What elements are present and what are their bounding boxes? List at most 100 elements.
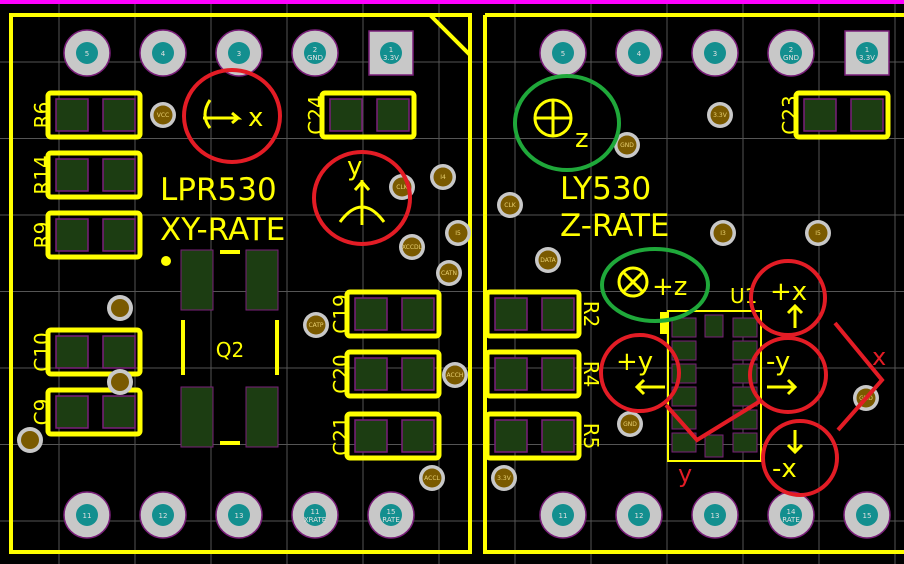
component-c20[interactable]: C20 <box>329 349 442 399</box>
via-net-label: GND <box>620 142 634 149</box>
ic-u1: U1 <box>660 284 762 462</box>
header-pin[interactable]: 13.3V <box>844 30 890 76</box>
component-r14[interactable]: R14 <box>30 150 143 200</box>
component-c19[interactable]: C19 <box>329 289 442 339</box>
header-pin[interactable]: 13.3V <box>368 30 414 76</box>
header-pin[interactable]: 5 <box>539 29 587 77</box>
component-label: C24 <box>304 95 328 134</box>
pin-net: GND <box>783 54 799 62</box>
component-c24[interactable]: C24 <box>304 90 417 140</box>
header-pin[interactable]: 11 <box>539 491 587 539</box>
pin-number: 11 <box>83 512 92 520</box>
via: I5 <box>805 220 831 246</box>
component-label: C21 <box>329 416 353 455</box>
pin-net: RATE <box>782 516 800 524</box>
component-label: C23 <box>778 95 802 134</box>
via-net-label: I5 <box>815 230 821 237</box>
pin-number: 3 <box>237 50 241 58</box>
component-c10[interactable]: C10 <box>30 327 143 377</box>
via: 3.3V <box>491 465 517 491</box>
via-net-label: VCC <box>157 112 169 119</box>
header-pin[interactable]: 4 <box>139 29 187 77</box>
component-r2[interactable]: R2 <box>484 289 603 339</box>
mounting-via <box>17 427 43 453</box>
component-label: R4 <box>579 361 603 388</box>
rotation-x-annotation: x <box>182 68 282 164</box>
via: CATP <box>303 312 329 338</box>
component-label: R9 <box>30 222 54 249</box>
pin-number: 11 <box>311 508 320 516</box>
minus-x-label: -x <box>772 454 797 484</box>
pin-number: 14 <box>787 508 796 516</box>
header-pin[interactable]: 11 <box>63 491 111 539</box>
header-pin[interactable]: 4 <box>615 29 663 77</box>
component-label: C19 <box>329 294 353 333</box>
left-title-function: XY-RATE <box>160 212 285 248</box>
right-title-function: Z-RATE <box>560 208 669 244</box>
via: CLK <box>497 192 523 218</box>
pin-number: 2 <box>789 46 793 54</box>
pin-number: 1 <box>389 46 393 54</box>
via-net-label: 3.3V <box>497 475 512 482</box>
via: I5 <box>445 220 471 246</box>
pin-number: 15 <box>863 512 872 520</box>
component-c21[interactable]: C21 <box>329 411 442 461</box>
header-pin[interactable]: 12 <box>615 491 663 539</box>
via: I3 <box>710 220 736 246</box>
header-pin[interactable]: 5 <box>63 29 111 77</box>
y-axis-label: y <box>347 152 362 182</box>
header-pin[interactable]: 12 <box>139 491 187 539</box>
component-r4[interactable]: R4 <box>484 349 603 399</box>
header-pin[interactable]: 3 <box>215 29 263 77</box>
component-r9[interactable]: R9 <box>30 210 143 260</box>
via-net-label: 3.3V <box>713 112 728 119</box>
pin-number: 12 <box>635 512 644 520</box>
header-pin[interactable]: 13 <box>215 491 263 539</box>
via-net-label: CATP <box>308 322 323 329</box>
via: XCCDL <box>399 234 425 260</box>
mounting-via <box>107 295 133 321</box>
left-title-part: LPR530 <box>160 172 277 208</box>
x-axis-label: x <box>248 103 263 133</box>
z-axis-label: z <box>575 124 589 154</box>
pin-number: 12 <box>159 512 168 520</box>
x-axis-marker: x <box>872 343 886 371</box>
minus-y-annotation: -y <box>748 336 828 414</box>
via: I4 <box>430 164 456 190</box>
axis-lines: x y <box>664 321 886 488</box>
header-pin[interactable]: 3 <box>691 29 739 77</box>
via-net-label: I4 <box>440 174 446 181</box>
component-c23[interactable]: C23 <box>778 90 891 140</box>
header-pin[interactable]: 15 <box>843 491 891 539</box>
plus-z-label: +z <box>652 272 687 302</box>
pin-number: 15 <box>387 508 396 516</box>
component-label: R5 <box>579 423 603 450</box>
pin-number: 4 <box>161 50 166 58</box>
pin-number: 5 <box>85 50 89 58</box>
pin-net: RATE <box>382 516 400 524</box>
component-r5[interactable]: R5 <box>484 411 603 461</box>
minus-x-annotation: -x <box>761 419 839 497</box>
header-pin[interactable]: 13 <box>691 491 739 539</box>
component-label: R6 <box>30 102 54 129</box>
pin-net: 3.3V <box>859 54 875 62</box>
component-c9[interactable]: C9 <box>30 387 143 437</box>
plus-x-annotation: +x <box>749 259 827 337</box>
q2-label: Q2 <box>216 338 244 362</box>
pin-number: 5 <box>561 50 565 58</box>
via: DATA <box>535 247 561 273</box>
right-board-outline <box>483 13 904 554</box>
left-board-outline <box>9 13 472 554</box>
via-net-label: ACCH <box>447 372 464 379</box>
component-r6[interactable]: R6 <box>30 90 143 140</box>
plus-y-label: +y <box>616 347 653 377</box>
via-net-label: DATA <box>540 257 556 264</box>
via: VCC <box>150 102 176 128</box>
y-axis-marker: y <box>678 460 692 488</box>
component-label: R14 <box>30 155 54 194</box>
